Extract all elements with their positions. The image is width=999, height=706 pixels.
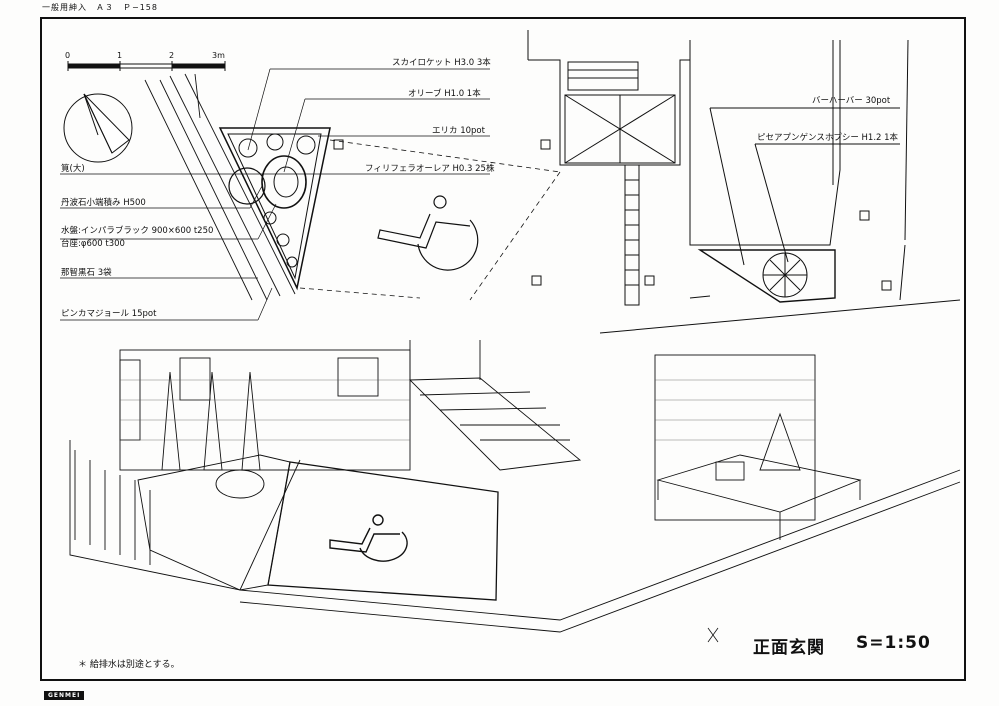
site-boundary-lines xyxy=(144,73,296,301)
leader-lines xyxy=(60,68,490,321)
north-arrow-icon xyxy=(63,93,133,163)
planter-bed-plan xyxy=(218,127,331,291)
wheelchair-symbol-perspective xyxy=(329,514,408,562)
wheelchair-symbol-plan xyxy=(377,195,479,271)
hand-mark-x xyxy=(707,627,719,643)
label-nachi: 那智黒石 3袋 xyxy=(61,268,112,278)
label-picea: ピセアプンゲンスホプシー H1.2 1本 xyxy=(757,133,899,143)
entrance-perspective xyxy=(69,340,961,633)
label-suiban: 水盤:インパラブラック 900×600 t250 xyxy=(61,226,214,236)
label-filifera: フィリフェラオーレア H0.3 25株 xyxy=(365,164,495,174)
label-olive: オリーブ H1.0 1本 xyxy=(408,89,481,99)
company-logo: GENMEI xyxy=(44,691,85,700)
drawing-note: ＊ 給排水は別途とする。 xyxy=(78,660,180,670)
entrance-plan xyxy=(527,30,961,334)
label-sky-rocket: スカイロケット H3.0 3本 xyxy=(392,58,491,68)
label-erica: エリカ 10pot xyxy=(432,126,485,136)
label-kakehi: 筧(大) xyxy=(61,164,85,174)
label-verbena: バーハーバー 30pot xyxy=(812,96,891,106)
drawing-title: 正面玄関 xyxy=(753,638,825,658)
scale-tick-2: 2 xyxy=(169,51,175,60)
hatch-shading xyxy=(120,379,815,441)
scale-tick-0: 0 xyxy=(65,51,71,60)
dashed-guides xyxy=(299,139,561,301)
sheet-header: 一般用紳入 Ａ３ Ｐ−158 xyxy=(42,3,158,12)
drawing-scale-ratio: S=1:50 xyxy=(856,633,931,653)
label-marjoram: ピンカマジョール 15pot xyxy=(61,309,157,319)
scale-tick-3m: 3m xyxy=(212,51,225,60)
label-tanba: 丹波石小端積み H500 xyxy=(61,198,146,208)
scale-tick-1: 1 xyxy=(117,51,123,60)
label-daiza: 台座:φ600 t300 xyxy=(61,239,125,249)
scale-bar xyxy=(67,61,226,71)
drawing-frame xyxy=(40,17,966,681)
